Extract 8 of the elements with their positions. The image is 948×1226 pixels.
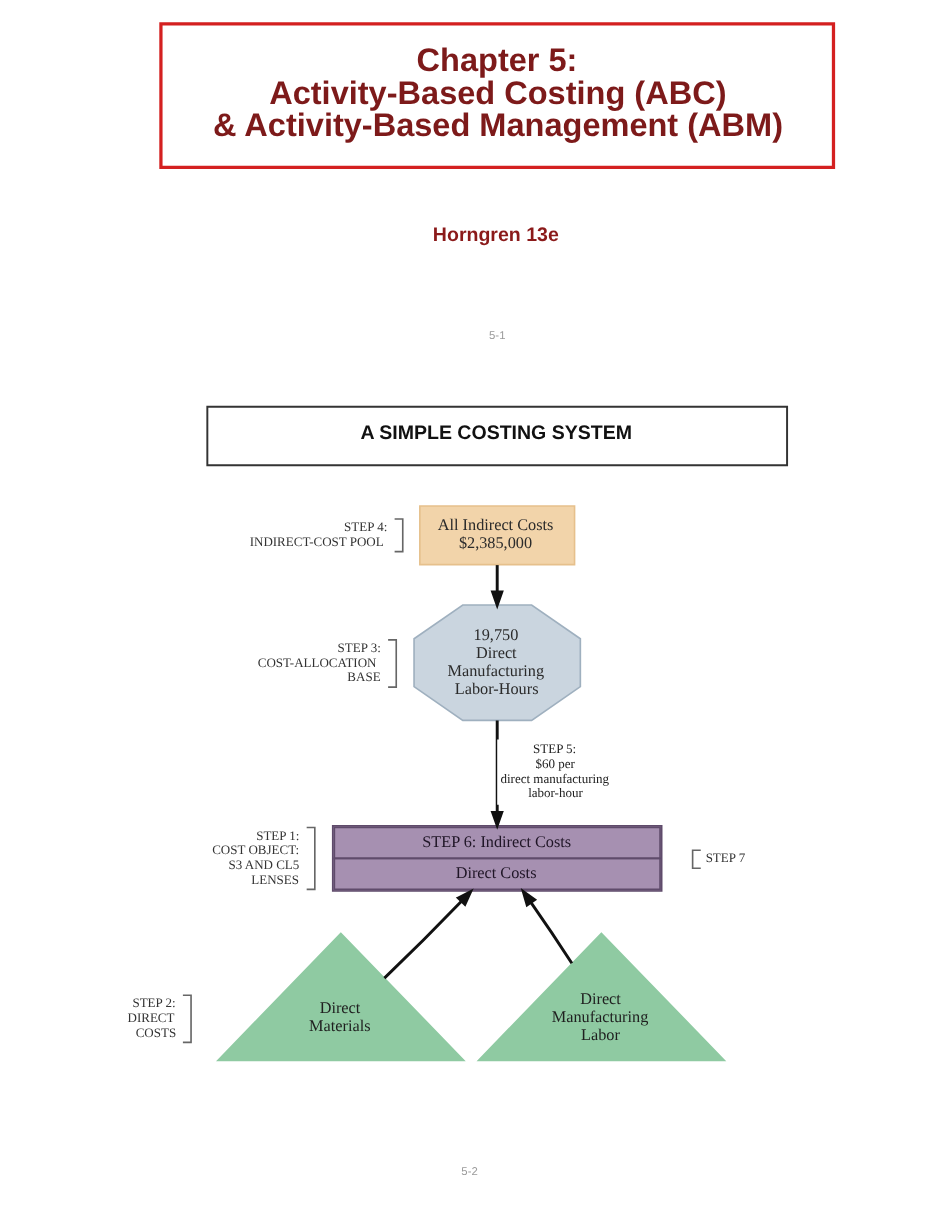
arrow [490,720,504,830]
node-box: Chapter 5: Activity-Based Costing (ABC) & Activity-Based Management (ABM) [159,22,836,169]
label: Horngren 13e [432,224,559,247]
arrow [490,565,504,610]
arrow [520,888,574,965]
node-box: A SIMPLE COSTING SYSTEM [206,405,789,467]
arrow [383,888,474,980]
node-box: All Indirect Costs $2,385,000 [419,505,576,566]
